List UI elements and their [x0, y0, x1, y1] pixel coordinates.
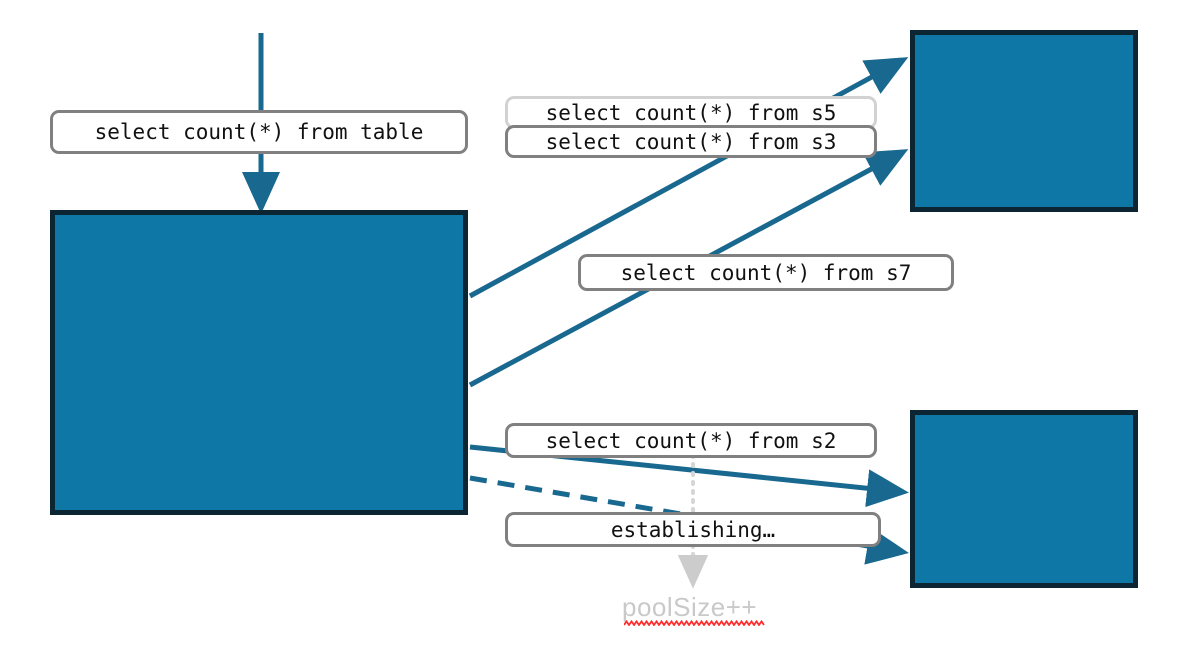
session-pool-bottom — [910, 410, 1138, 588]
spellcheck-squiggle-icon — [624, 620, 765, 626]
session-pool-top — [910, 30, 1138, 212]
poolsize-annotation: poolSize++ — [622, 592, 758, 622]
status-label-establishing[interactable]: establishing… — [505, 512, 881, 547]
query-label-s5[interactable]: select count(*) from s5 — [505, 96, 877, 129]
query-label-s2[interactable]: select count(*) from s2 — [505, 423, 877, 458]
query-label-table[interactable]: select count(*) from table — [50, 110, 468, 154]
query-label-s7[interactable]: select count(*) from s7 — [578, 254, 954, 291]
table-pool — [50, 210, 468, 515]
query-label-s3[interactable]: select count(*) from s3 — [505, 125, 877, 158]
